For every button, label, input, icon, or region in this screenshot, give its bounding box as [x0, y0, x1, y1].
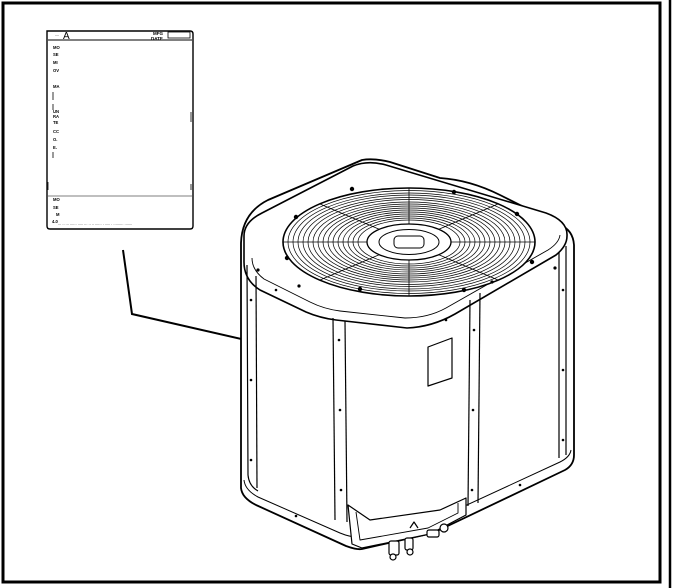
service-valve-area — [347, 497, 467, 561]
outer-border — [1, 1, 662, 584]
label-code: SE — [53, 205, 59, 210]
unit-nameplate — [427, 337, 453, 387]
label-code: TE — [53, 120, 59, 125]
label-mfg-text: MFG — [153, 31, 163, 36]
label-code: M — [56, 212, 60, 217]
label-code: MO — [53, 197, 60, 202]
label-footer-text: ··· ·· ··· ······ ····· ··· ·· ·· ······… — [58, 223, 132, 227]
label-header-letter: A — [63, 31, 70, 42]
label-card-outline — [46, 30, 194, 230]
label-date-box — [167, 31, 191, 39]
label-header-mark: ·· — [55, 33, 59, 39]
panel-screws — [249, 288, 565, 518]
label-code: RA — [53, 114, 59, 119]
label-code: MI — [53, 60, 58, 65]
condenser-unit — [240, 158, 575, 561]
nameplate-label-card: A ·· MFG DATE MO SE MI OV MA UN RA TE CC… — [46, 30, 194, 230]
label-code: UN — [53, 109, 59, 114]
panel-seams — [246, 246, 567, 523]
label-code: E. — [53, 145, 57, 150]
label-code: CC — [53, 129, 59, 134]
label-code-list: MO SE MI OV MA UN RA TE CC O. E. MO SE M… — [52, 45, 60, 224]
label-date-text: DATE — [151, 36, 163, 41]
label-code: MO — [53, 45, 60, 50]
label-code: MA — [53, 84, 60, 89]
label-code: SE — [53, 52, 59, 57]
label-code: OV — [53, 68, 59, 73]
label-code: 4.0 — [52, 219, 58, 224]
label-code: O. — [53, 137, 57, 142]
grille-clips — [256, 186, 557, 293]
